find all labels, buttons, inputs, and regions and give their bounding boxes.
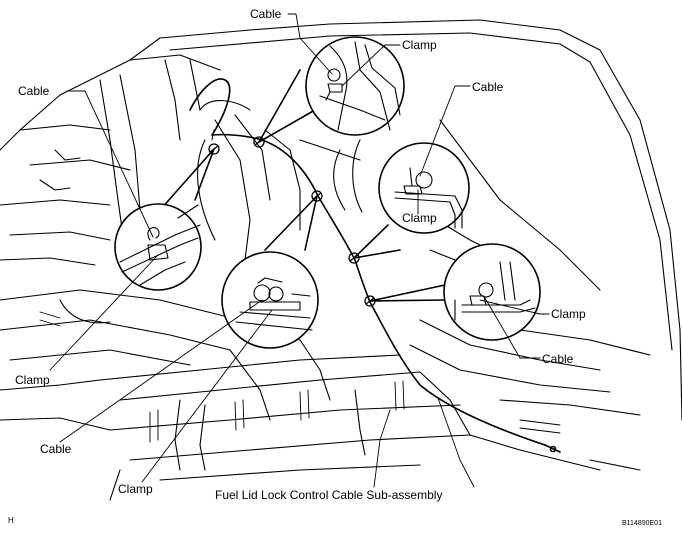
label-cable-right: Cable <box>472 80 504 94</box>
center-structure <box>197 100 363 261</box>
fuel-lid-cable <box>189 78 561 453</box>
label-clamp-top: Clamp <box>402 38 437 52</box>
label-assembly: Fuel Lid Lock Control Cable Sub-assembly <box>215 488 443 502</box>
leader-lines <box>49 13 550 488</box>
label-cable-left: Cable <box>18 84 50 98</box>
label-clamp-bottom: Clamp <box>118 482 153 496</box>
floor-panel <box>0 289 641 501</box>
label-cable-right-low: Cable <box>542 352 574 366</box>
body-outline <box>0 19 682 421</box>
label-cable-bottom-left: Cable <box>40 442 72 456</box>
detail-bottom-content <box>235 277 313 331</box>
detail-right-mid-content <box>394 167 463 229</box>
label-cable-top: Cable <box>250 7 282 21</box>
detail-left-content <box>119 204 201 286</box>
label-clamp-right-mid: Clamp <box>402 211 437 225</box>
floor-slots <box>39 311 561 443</box>
label-clamp-left-low: Clamp <box>15 373 50 387</box>
detail-top-content <box>319 41 401 131</box>
figure-code: B114890E01 <box>622 520 662 527</box>
label-clamp-right-low: Clamp <box>551 307 586 321</box>
detail-right-low-content <box>454 261 536 321</box>
view-mark: H <box>8 516 14 525</box>
